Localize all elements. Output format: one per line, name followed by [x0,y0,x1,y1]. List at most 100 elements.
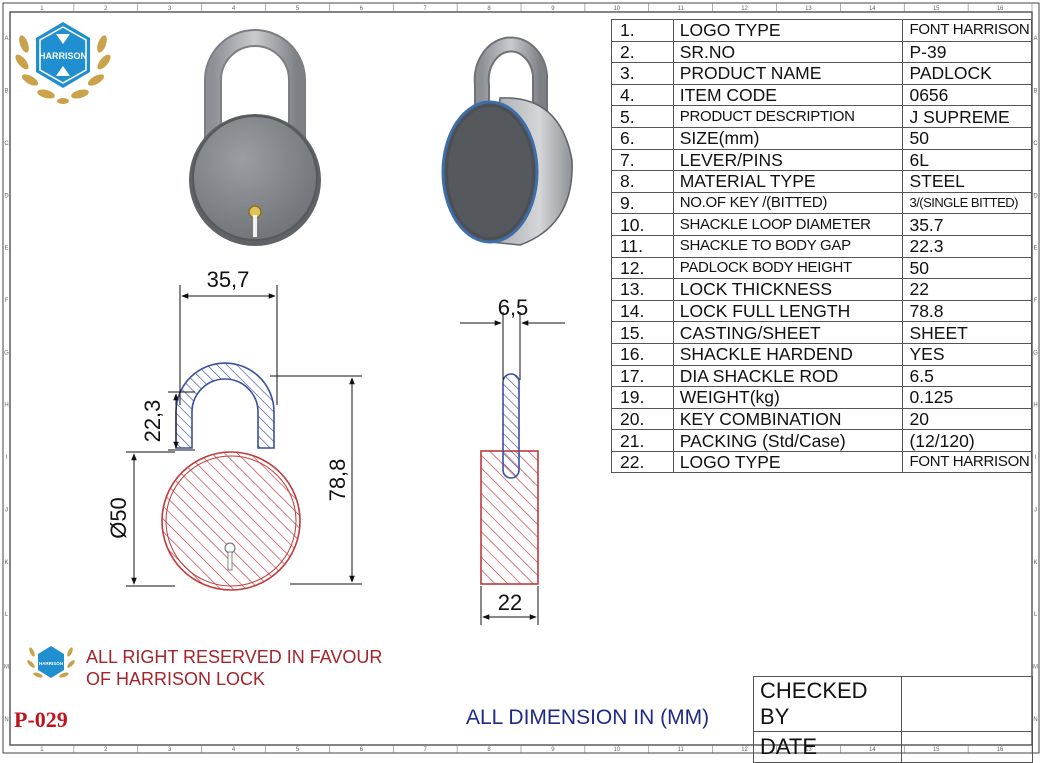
ruler-row-label: C [4,141,9,147]
padlock-perspective-render [441,36,573,246]
ruler-row-label: G [1033,350,1038,356]
ruler-row-label: A [1033,36,1037,42]
spec-row-number: 10. [611,213,674,236]
spec-row-value: SHEET [902,321,1032,344]
dim-diameter: Ø50 [106,497,131,539]
dim-shackle-width: 35,7 [207,267,250,292]
spec-row-value: 22 [902,278,1032,301]
ruler-column-label: 14 [869,6,876,12]
spec-row-number: 21. [611,429,674,452]
spec-row-value: 3/(SINGLE BITTED) [902,191,1032,215]
spec-row-number: 2. [611,40,674,64]
hexagon-badge-icon [38,646,64,678]
laurel-icon [15,35,111,104]
date-field[interactable] [901,731,1033,763]
checked-by-field[interactable] [901,676,1033,732]
ruler-column-label: 1 [40,747,44,753]
spec-row: 9.NO.OF KEY /(BITTED)3/(SINGLE BITTED) [611,191,1032,215]
spec-row-label: ITEM CODE [672,83,904,107]
spec-row-label: LOCK FULL LENGTH [672,299,904,323]
ruler-column-label: 9 [551,747,555,753]
dimension-note: ALL DIMENSION IN (MM) [466,706,710,729]
spec-row-value: STEEL [902,170,1032,193]
keyhole-icon [224,542,236,554]
spec-row-value: (12/120) [902,429,1032,452]
spec-row-label: CASTING/SHEET [672,321,904,344]
ruler-column-label: 13 [805,6,812,12]
ruler-row-label: M [4,664,9,670]
spec-row-label: LEVER/PINS [672,148,904,172]
triangle-up-icon [56,66,70,76]
spec-row-value: FONT HARRISON [902,450,1032,474]
dim-thickness: 22 [498,590,522,615]
spec-row-number: 14. [611,299,674,323]
ruler-row-label: A [4,36,8,42]
hexagon-badge-icon [36,22,90,88]
spec-row-number: 15. [611,321,674,344]
spec-row-number: 9. [611,191,674,215]
ruler-column-label: 10 [613,747,620,753]
ruler-column-label: 12 [741,6,748,12]
ruler-column-label: 4 [232,6,236,12]
spec-row-number: 4. [611,83,674,107]
ruler-column-label: 3 [168,747,172,753]
spec-row-value: 6L [902,148,1032,172]
spec-row: 21.PACKING (Std/Case)(12/120) [611,429,1032,452]
ruler-row-label: B [1033,89,1037,95]
spec-row-number: 20. [611,407,674,431]
dimension-lines [126,285,565,625]
triangle-down-icon [56,34,70,44]
rights-line-2: OF HARRISON LOCK [86,669,266,689]
padlock-front-section [161,362,301,591]
ruler-row-label: J [5,507,8,513]
ruler-row-label: H [4,403,8,409]
ruler-column-label: 11 [678,747,685,753]
ruler-column-label: 1 [40,6,44,12]
ruler-column-label: 16 [997,6,1004,12]
checked-by-row: CHECKED BY [753,676,1033,732]
spec-row-label: WEIGHT(kg) [672,386,904,409]
ruler-column-label: 8 [487,6,491,12]
logo-text: HARRISON [39,51,87,61]
ruler-row-label: L [1034,612,1038,618]
ruler-row-label: F [1034,298,1038,304]
spec-row-number: 3. [611,62,674,85]
spec-row-value: 50 [902,126,1032,150]
date-label: DATE [753,731,902,763]
spec-row-label: PACKING (Std/Case) [672,429,904,452]
spec-row-label: SHACKLE TO BODY GAP [672,234,904,258]
spec-row: 6.SIZE(mm)50 [611,126,1032,150]
dim-rod: 6,5 [498,295,529,320]
spec-row-value: 0656 [902,83,1032,107]
ruler-row-label: N [4,717,8,723]
date-row: DATE [753,731,1033,763]
ruler-row-label: L [5,612,9,618]
spec-row-label: PADLOCK BODY HEIGHT [672,256,904,280]
ruler-column-label: 2 [104,747,108,753]
ruler-row-label: E [4,246,8,252]
spec-row-label: SHACKLE HARDEND [672,342,904,366]
ruler-row-label: C [1033,141,1038,147]
spec-row-number: 11. [611,234,674,258]
spec-row-label: SR.NO [672,40,904,64]
ruler-column-label: 7 [424,6,428,12]
dim-full-length: 78,8 [325,459,350,502]
ruler-column-label: 5 [296,747,300,753]
ruler-row-label: F [5,298,9,304]
spec-row-label: LOGO TYPE [672,19,904,42]
ruler-row-label: I [1035,455,1037,461]
spec-row-number: 8. [611,170,674,193]
ruler-column-label: 11 [678,6,685,12]
